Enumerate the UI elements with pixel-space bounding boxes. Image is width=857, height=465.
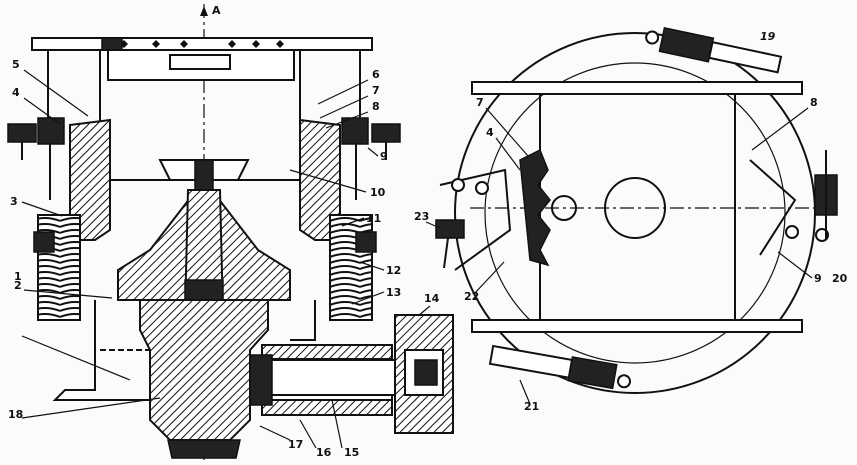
label-r20: 20: [832, 272, 848, 285]
rail-bottom: [471, 319, 803, 333]
feed-square: [539, 93, 736, 321]
shaft-sleeve: [184, 279, 224, 301]
frame-base-left: [52, 300, 150, 401]
top-bar-bolts: [120, 40, 284, 48]
label-2: 2: [14, 279, 22, 292]
eccentric-housing: [139, 299, 269, 441]
plan-view: [435, 26, 838, 394]
label-4: 4: [12, 86, 20, 99]
cylinder-bottom: [488, 344, 632, 390]
label-r19: 19: [760, 30, 776, 43]
countershaft-bottom: [261, 399, 393, 416]
label-16: 16: [316, 446, 332, 459]
countershaft: [269, 359, 396, 396]
center-circle: [604, 177, 666, 239]
label-r7: 7: [476, 96, 484, 109]
frame-body-right: [290, 300, 316, 341]
linkage-right: [749, 150, 838, 256]
cylinder-top: [645, 26, 783, 74]
hopper-window: [169, 54, 231, 70]
spring-left: [37, 214, 81, 321]
label-r22: 22: [464, 290, 479, 303]
top-bar: [31, 37, 373, 51]
label-r8: 8: [810, 96, 818, 109]
label-r9: 9: [814, 272, 822, 285]
label-group-left: A 1 1 2 3 4 5 6 7 8 9 10 11 12 13 14 15 …: [8, 4, 440, 459]
label-13: 13: [386, 286, 401, 299]
small-circle: [551, 195, 577, 221]
bevel-pinion: [249, 354, 273, 406]
label-8: 8: [372, 100, 380, 113]
section-marker-label: A: [212, 4, 221, 17]
spring-nut-right: [355, 231, 377, 253]
label-7: 7: [372, 84, 380, 97]
label-r21: 21: [524, 400, 539, 413]
jaw-plate-left: [519, 148, 551, 267]
spring-nut-left: [33, 231, 55, 253]
label-18: 18: [8, 408, 23, 421]
clamp-bolts-right: [341, 117, 401, 200]
label-r23: 23: [414, 210, 429, 223]
label-r4: 4: [486, 126, 494, 139]
adjusting-ring-right: [299, 118, 341, 241]
label-14: 14: [424, 292, 440, 305]
label-11: 11: [366, 212, 381, 225]
spring-right: [329, 214, 373, 321]
pulley-key: [414, 359, 438, 386]
bar-clamp: [101, 37, 123, 51]
label-3: 3: [10, 195, 18, 208]
label-5: 5: [12, 58, 20, 71]
rail-top: [471, 81, 803, 95]
label-6: 6: [372, 68, 380, 81]
section-view: [7, 4, 454, 460]
label-1: 1: [14, 270, 22, 283]
label-15: 15: [344, 446, 359, 459]
label-10: 10: [370, 186, 386, 199]
bottom-cap: [167, 439, 241, 459]
clamp-bolts-left: [7, 117, 65, 200]
label-group-right: 7 4 8 9 19 20 21 22 23: [414, 30, 848, 413]
countershaft-top: [261, 344, 393, 360]
cone-nut: [194, 159, 214, 191]
axis-arrow-icon: [200, 6, 208, 16]
label-12: 12: [386, 264, 401, 277]
linkage-left: [435, 168, 512, 271]
inner-ring: [484, 62, 786, 364]
label-17: 17: [288, 438, 303, 451]
label-9: 9: [380, 150, 388, 163]
